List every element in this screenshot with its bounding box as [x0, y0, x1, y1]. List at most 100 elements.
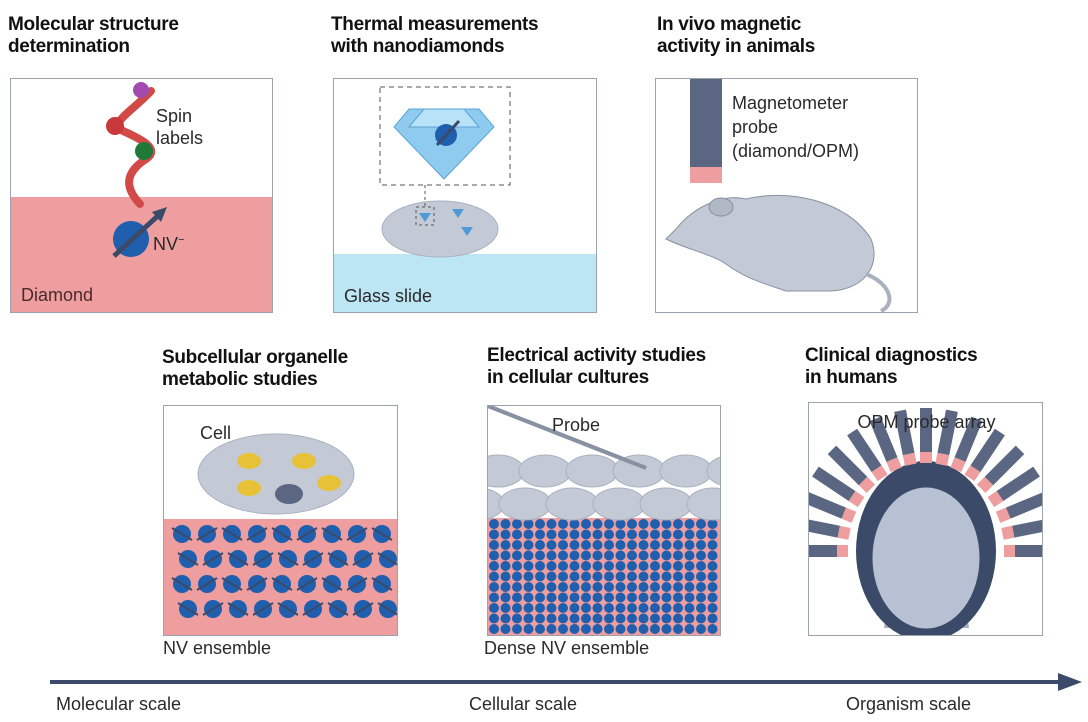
spin-arrow-icon — [277, 552, 299, 566]
nv-center-icon — [707, 592, 718, 603]
nv-center-icon — [673, 603, 683, 613]
nv-center-icon — [558, 519, 568, 529]
nv-center-icon — [489, 603, 499, 613]
face — [869, 484, 983, 632]
nv-center-icon — [615, 603, 626, 613]
nv-center-icon — [696, 582, 706, 592]
opm-probe-body — [809, 517, 840, 538]
cell — [592, 487, 646, 521]
nv-center-icon — [500, 582, 511, 592]
nv-center-icon — [581, 624, 591, 634]
nv-center-icon — [684, 550, 695, 561]
opm-probe — [920, 408, 932, 463]
opm-probe-body — [847, 428, 882, 473]
nv-center-icon — [535, 550, 545, 561]
nv-center-icon — [546, 603, 557, 613]
nv-center-icon — [512, 519, 522, 529]
nv-center-icon — [512, 550, 522, 561]
molecular-structure-illustration — [11, 82, 272, 312]
nv-center-icon — [592, 613, 603, 624]
nv-center-icon — [673, 561, 683, 571]
nv-center-icon — [638, 550, 649, 561]
opm-probe-body — [1012, 517, 1042, 538]
nv-center-icon — [696, 540, 706, 550]
nv-center-icon — [489, 582, 499, 592]
nv-center-icon — [627, 603, 637, 613]
nv-center-icon — [673, 582, 683, 592]
nv-center-icon — [615, 540, 626, 550]
title-line: activity in animals — [657, 36, 815, 57]
cell — [659, 454, 713, 488]
nv-center-icon — [569, 624, 580, 634]
spin-arrow-icon — [296, 527, 318, 541]
nv-center-icon — [638, 603, 649, 613]
nv-center-icon — [627, 529, 637, 540]
nv-center-icon — [627, 613, 637, 624]
nv-center-icon — [661, 592, 672, 603]
opm-probe — [847, 428, 888, 482]
nv-center-icon — [615, 624, 626, 634]
arrowhead-icon — [1058, 673, 1082, 691]
nv-center-icon — [707, 519, 718, 529]
nv-center-icon — [581, 582, 591, 592]
nv-center-icon — [638, 561, 649, 571]
nv-center-icon — [661, 550, 672, 561]
probe-sensor — [950, 457, 966, 472]
nv-center-icon — [650, 529, 660, 540]
spin-arrow-icon — [252, 552, 274, 566]
title-line: Electrical activity studies — [487, 345, 706, 366]
nv-center-icon — [581, 613, 591, 624]
nv-center-icon — [523, 540, 534, 550]
opm-probe — [812, 466, 865, 508]
nv-center-icon — [696, 603, 706, 613]
nv-center-icon — [604, 624, 614, 634]
probe-sensor — [935, 452, 950, 466]
subcellular-panel: Cell — [163, 405, 398, 636]
title-line: Thermal measurements — [331, 14, 539, 35]
nv-center-icon — [638, 613, 649, 624]
spin-arrow-icon — [171, 577, 193, 591]
nv-center-icon — [535, 529, 545, 540]
nv-center-icon — [604, 613, 614, 624]
probe-label: (diamond/OPM) — [732, 141, 860, 161]
cell — [706, 456, 720, 486]
organelle — [292, 453, 316, 469]
probe-sensor — [1001, 525, 1015, 540]
nv-center-icon — [500, 603, 511, 613]
nv-center-icon — [489, 571, 499, 582]
nv-center-icon — [604, 519, 614, 529]
nv-center-icon — [523, 603, 534, 613]
panel-6-title: Clinical diagnostics in humans — [805, 345, 978, 389]
nv-center-icon — [581, 529, 591, 540]
probe-needle — [488, 406, 647, 470]
probe-sensor — [987, 491, 1004, 508]
opm-probe — [987, 466, 1040, 508]
nv-center-icon — [569, 561, 580, 571]
nv-center-icon — [604, 571, 614, 582]
nv-center-icon — [489, 561, 499, 571]
nv-center-icon — [684, 529, 695, 540]
nv-center-icon — [638, 592, 649, 603]
nv-center-icon — [546, 529, 557, 540]
mouse-body — [665, 194, 875, 292]
nv-center-icon — [696, 571, 706, 582]
spin-label-red — [106, 117, 124, 135]
title-line: Molecular structure — [8, 14, 179, 35]
nv-center-icon — [707, 550, 718, 561]
zoom-source-box — [415, 206, 435, 226]
nv-center-icon — [650, 519, 660, 529]
nv-center-icon — [604, 603, 614, 613]
nv-center-icon — [627, 540, 637, 550]
cell — [545, 487, 599, 521]
mouse-ear — [708, 197, 734, 217]
nv-center-icon — [661, 582, 672, 592]
nv-center-icon — [523, 582, 534, 592]
opm-probe-body — [812, 466, 856, 501]
nv-center-icon — [512, 624, 522, 634]
spin-arrow-icon — [177, 602, 199, 616]
probe-sensor — [841, 507, 857, 523]
spin-arrow-icon — [246, 527, 268, 541]
opm-probe-body — [894, 409, 915, 456]
nv-center-icon — [661, 624, 672, 634]
nv-center-icon — [604, 592, 614, 603]
